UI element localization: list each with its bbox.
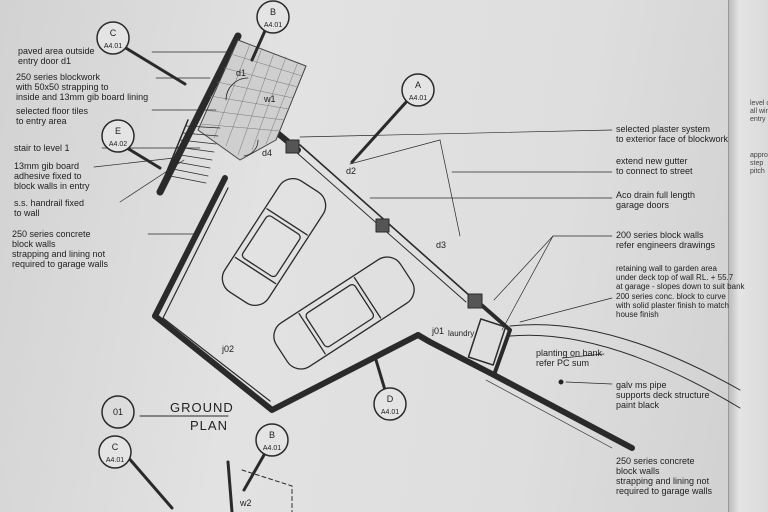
note-planting: planting on bank refer PC sum [536,348,603,368]
marker-b-top-sheet: A4.01 [264,22,282,29]
label-j02: j02 [221,344,234,354]
marker-e-letter: E [115,126,121,136]
note-retaining: retaining wall to garden area under deck… [616,264,745,291]
marker-d-letter: D [387,394,394,404]
marker-c-top-letter: C [110,28,117,38]
marker-a-sheet: A4.01 [409,95,427,102]
label-d2: d2 [346,166,356,176]
car-lower [273,256,415,370]
note-aco-drain: Aco drain full length garage doors [616,190,696,210]
garage-inner-wall [162,187,271,402]
bank-curve-1 [509,324,741,391]
galv-pipe [558,379,564,385]
door-swing-d4 [243,139,259,157]
note-handrail: s.s. handrail fixed to wall [14,198,85,218]
note-gutter: extend new gutter to connect to street [616,156,693,176]
marker-b-top-letter: B [270,7,276,17]
marker-b-bottom-sheet: A4.01 [263,445,281,452]
label-j01: j01 [431,326,444,336]
note-gib-board: 13mm gib board adhesive fixed to block w… [14,161,90,191]
car-upper [221,177,327,307]
title-circle [101,395,135,429]
label-d4: d4 [262,148,272,158]
label-laundry: laundry [448,329,474,338]
lower-plan-walls [226,460,234,512]
laundry-box [467,318,507,366]
note-galv-pipe: galv ms pipe supports deck structure pai… [616,380,710,410]
label-d1: d1 [236,68,246,78]
note-stair: stair to level 1 [14,143,70,153]
note-blockwork: 250 series blockwork with 50x50 strappin… [16,72,149,102]
section-circles [96,0,435,469]
marker-a-letter: A [415,80,421,90]
door-swing-d1 [225,77,249,101]
pillar-2 [375,218,390,233]
left-exterior-wall [156,32,242,196]
garage-west-wall [152,175,421,413]
marker-b-bottom-letter: B [269,430,275,440]
note-curve-block: 200 series conc. block to curve with sol… [616,292,729,319]
pillar-3 [467,293,483,309]
title-number: 01 [113,407,123,417]
page-fold [728,0,768,512]
pillar-1 [285,139,300,154]
note-concrete-right: 250 series concrete block walls strappin… [616,456,713,496]
label-w2: w2 [239,498,252,508]
lower-plan-dashed [241,469,293,512]
laundry-wall [476,300,512,377]
entry-tile-grid [197,39,307,161]
note-200-block: 200 series block walls refer engineers d… [616,230,716,250]
label-d3: d3 [436,240,446,250]
leader-lines [93,51,613,449]
marker-e-sheet: A4.02 [109,141,127,148]
edge-note-level: level c all wind entry [750,100,768,123]
note-plaster: selected plaster system to exterior face… [616,124,729,144]
title-plan: PLAN [190,418,228,433]
note-floor-tiles: selected floor tiles to entry area [16,106,89,126]
retaining-wall [415,332,635,451]
marker-c-bottom-letter: C [112,442,119,452]
edge-note-step: appro step pitch [750,152,768,175]
label-w1: w1 [263,94,276,104]
note-paved-area: paved area outside entry door d1 [18,46,95,66]
title-ground: GROUND [170,400,234,415]
note-concrete-left: 250 series concrete block walls strappin… [12,229,109,269]
bank-curve-2 [509,334,741,409]
marker-c-bottom-sheet: A4.01 [106,457,124,464]
marker-c-top-sheet: A4.01 [104,43,122,50]
marker-d-sheet: A4.01 [381,409,399,416]
